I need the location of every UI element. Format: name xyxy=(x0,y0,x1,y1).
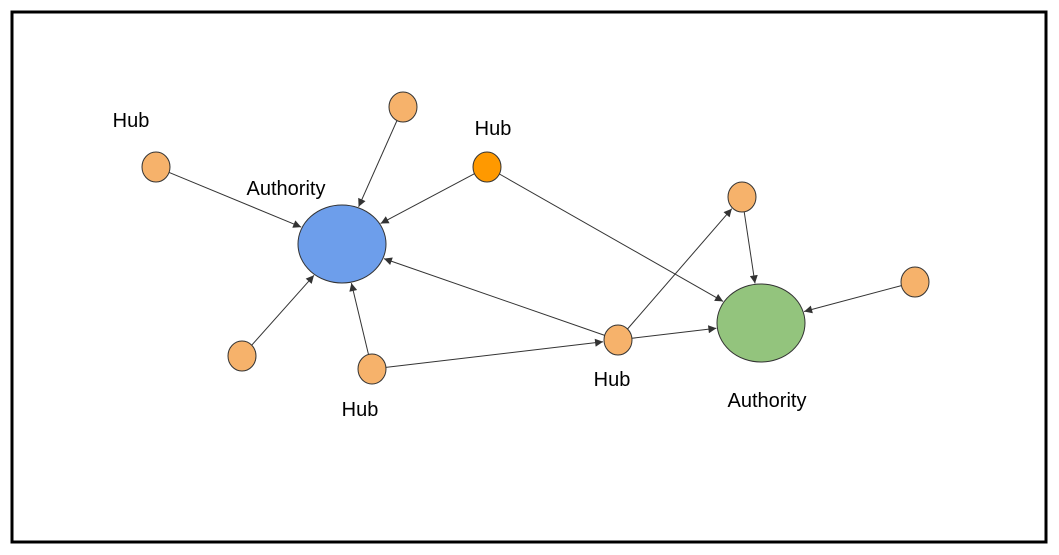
hub-node-middle xyxy=(603,324,633,356)
nodes xyxy=(141,91,930,385)
hub-label-bottom-left: Hub xyxy=(342,399,379,421)
edge-n-left-to-auth-blue xyxy=(168,171,302,228)
hub-label-bottom-center: Hub xyxy=(594,369,631,391)
edge-n-mid-hub-to-n-upper-right xyxy=(627,208,733,330)
authority-label-green: Authority xyxy=(728,390,807,412)
node-bottom-left xyxy=(227,340,257,372)
edge-n-top-to-auth-blue xyxy=(358,120,398,208)
node-far-right xyxy=(900,266,930,298)
edge-n-far-right-to-auth-green xyxy=(803,285,902,314)
hub-node-highlighted xyxy=(472,151,502,183)
edge-n-mid-hub-to-auth-blue xyxy=(383,257,605,336)
edge-n-bottom-left-to-auth-blue xyxy=(251,274,315,346)
edge-n-bottom-hub-to-n-mid-hub xyxy=(385,338,604,368)
authority-node-blue xyxy=(297,204,387,284)
authority-node-green xyxy=(716,283,806,363)
edges xyxy=(168,120,902,368)
authority-label-blue: Authority xyxy=(247,178,326,200)
edge-n-orange-to-auth-blue xyxy=(380,173,475,224)
edge-n-upper-right-to-auth-green xyxy=(743,211,758,284)
hub-node-bottom xyxy=(357,353,387,385)
edge-n-bottom-hub-to-auth-blue xyxy=(349,282,369,355)
labels: Hub Hub Authority Hub Hub Authority xyxy=(113,110,807,421)
edge-n-mid-hub-to-auth-green xyxy=(631,325,717,339)
hub-node-top-left xyxy=(141,151,171,183)
hub-label-top-center: Hub xyxy=(475,118,512,140)
hub-label-top-left: Hub xyxy=(113,110,150,132)
node-upper-right xyxy=(727,181,757,213)
edge-n-orange-to-auth-green xyxy=(499,173,724,302)
node-top xyxy=(388,91,418,123)
diagram-border xyxy=(10,10,1048,544)
